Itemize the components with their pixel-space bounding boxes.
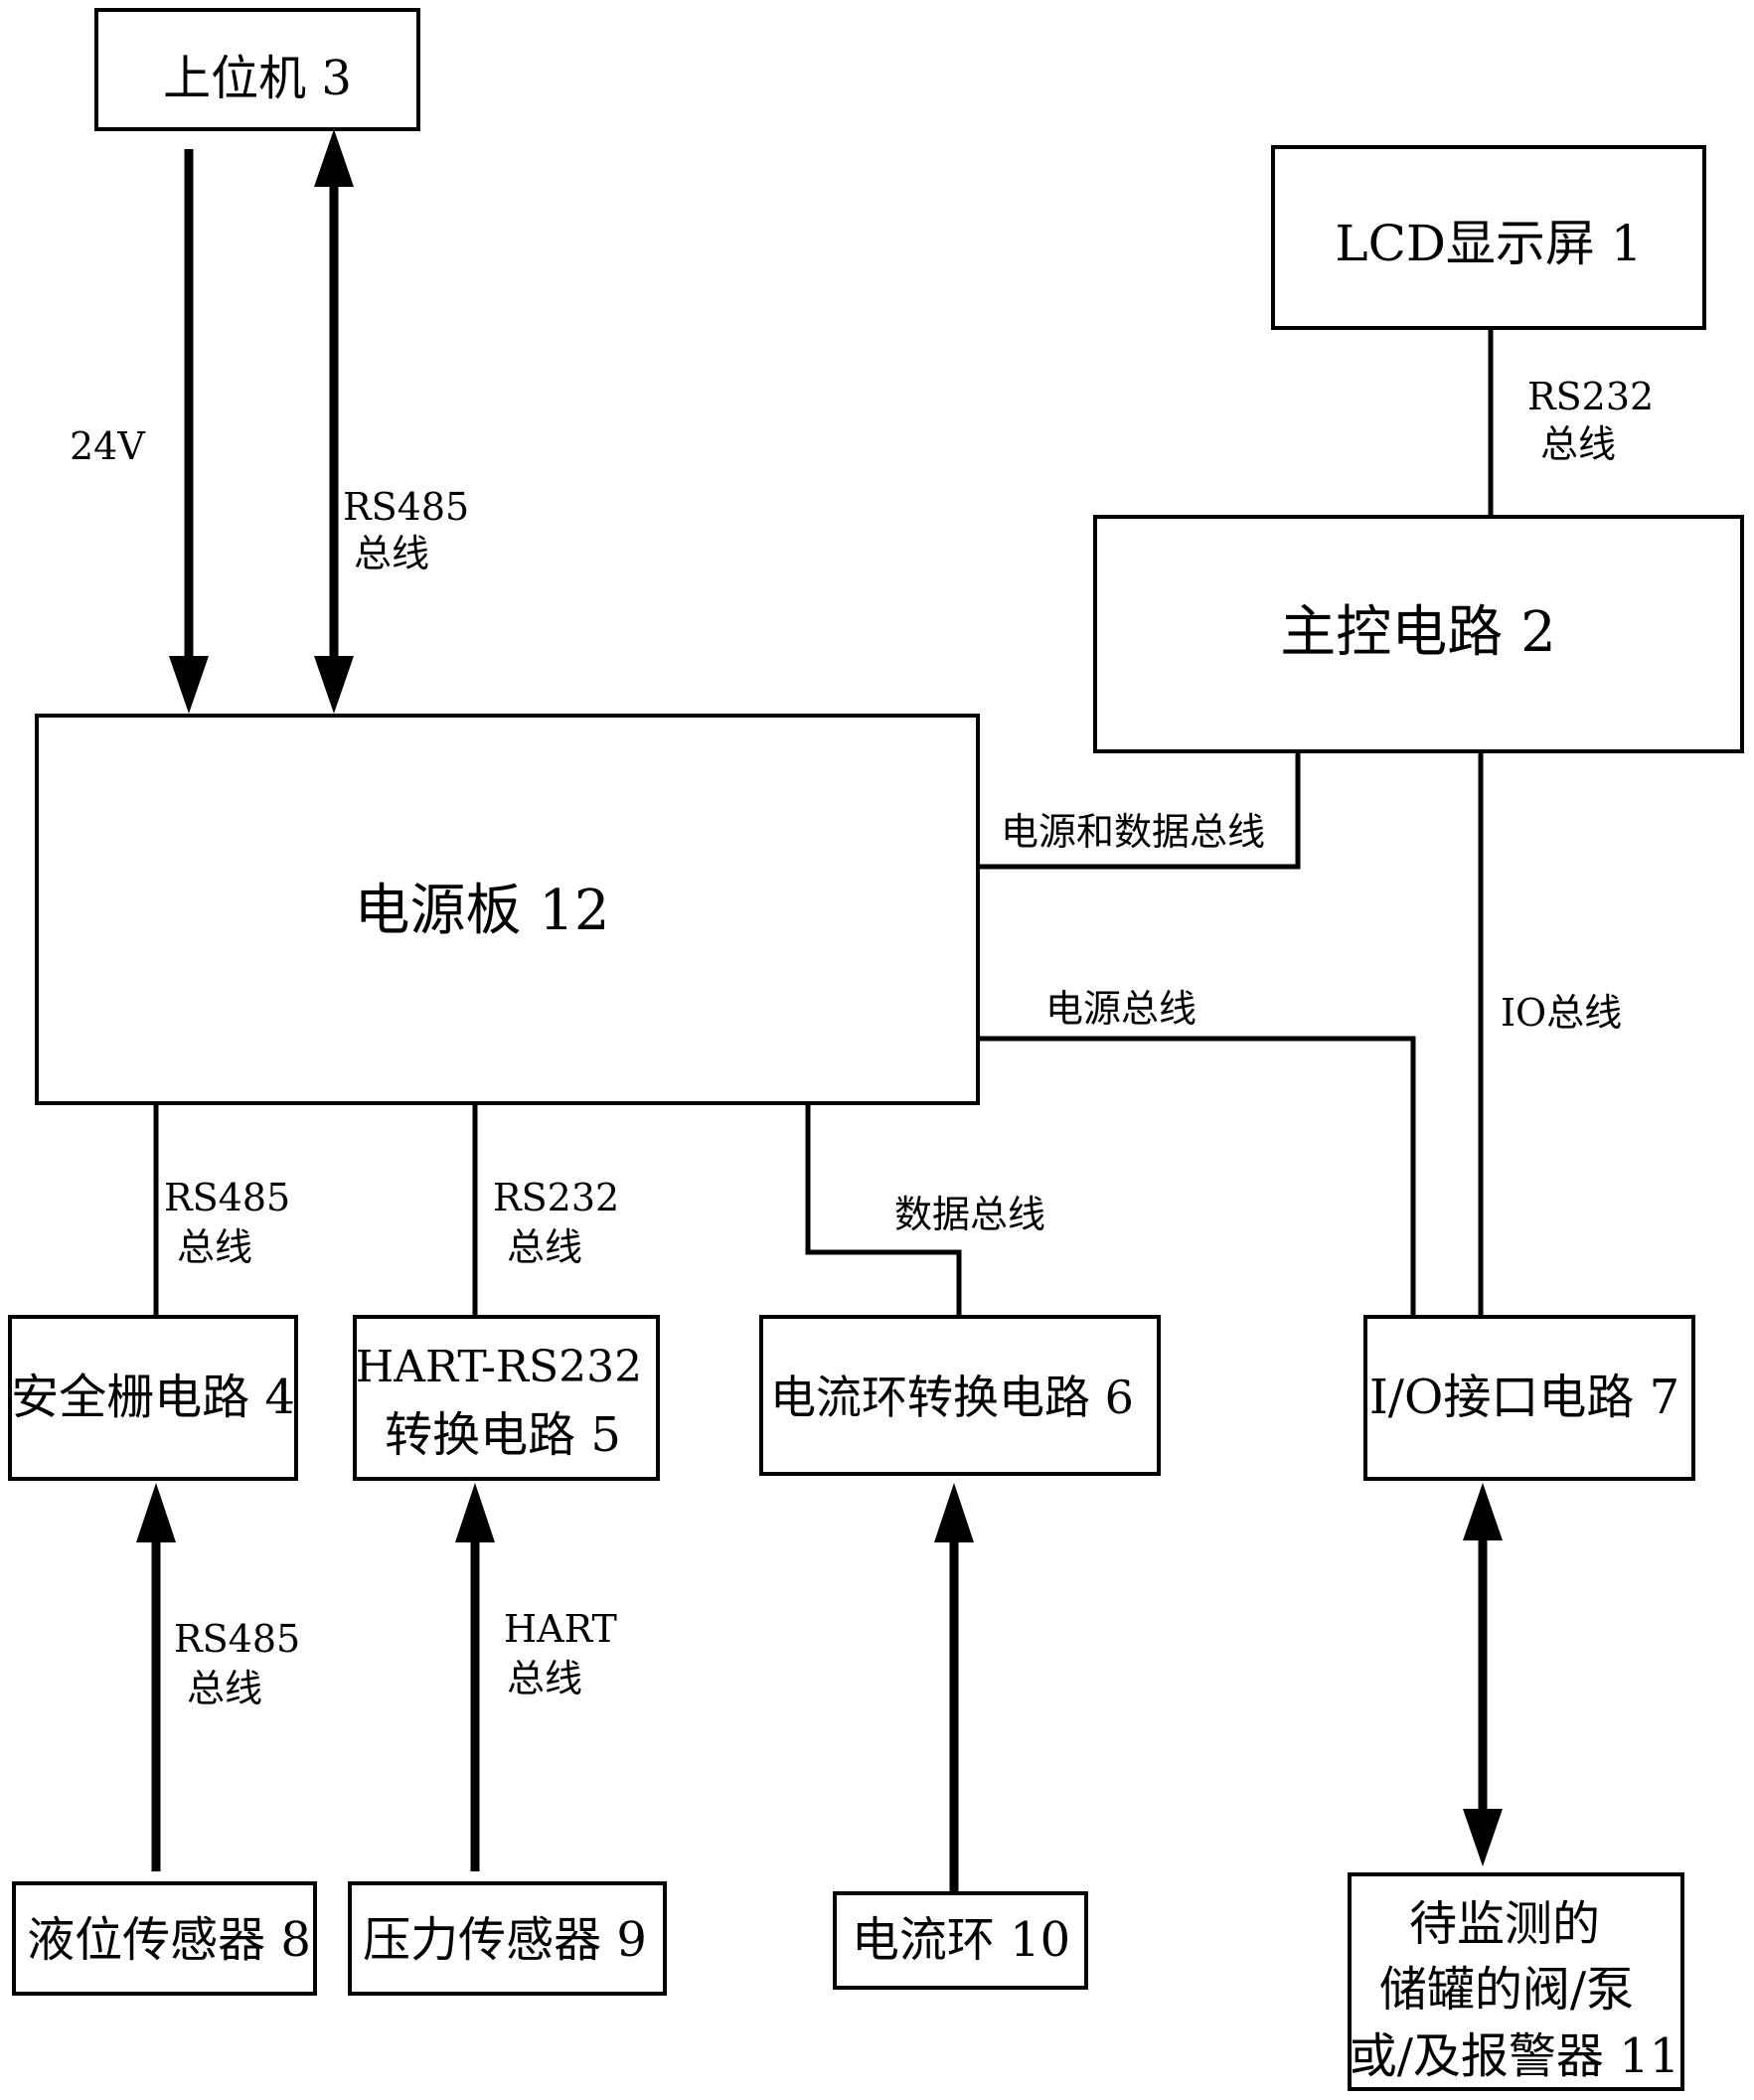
level-sensor-label: 液位传感器 8 xyxy=(27,1912,311,1968)
host-computer-box xyxy=(94,8,420,131)
label-hart-rs232-line1: RS232 xyxy=(493,1176,619,1219)
label-power-data-bus: 电源和数据总线 xyxy=(1001,810,1265,854)
main-control-label: 主控电路 2 xyxy=(1280,600,1555,665)
power-board-label: 电源板 12 xyxy=(354,879,609,943)
tank-devices-label-line2: 储罐的阀/泵 xyxy=(1379,1962,1634,2018)
label-level-rs485-line1: RS485 xyxy=(174,1617,300,1661)
label-pressure-hart-line2: 总线 xyxy=(507,1657,582,1700)
current-loop-converter-box xyxy=(759,1315,1161,1476)
arrow-io-to-tank xyxy=(1463,1483,1503,1866)
safety-barrier-label: 安全栅电路 4 xyxy=(11,1370,295,1425)
label-host-rs485-line1: RS485 xyxy=(343,485,469,529)
main-control-box xyxy=(1093,515,1744,753)
label-safety-rs485-line1: RS485 xyxy=(164,1176,290,1219)
tank-devices-label-line1: 待监测的 xyxy=(1409,1896,1600,1952)
label-io-bus: IO总线 xyxy=(1501,991,1622,1035)
hart-converter-label-line2: 转换电路 5 xyxy=(385,1407,621,1463)
label-lcd-rs232-line1: RS232 xyxy=(1527,375,1654,418)
current-loop-converter-label: 电流环转换电路 6 xyxy=(770,1371,1134,1424)
wire-power-data-bus xyxy=(978,751,1301,870)
arrow-rs485-host xyxy=(314,129,354,714)
io-interface-box xyxy=(1363,1315,1695,1481)
label-level-rs485-line2: 总线 xyxy=(187,1667,262,1710)
pressure-sensor-box xyxy=(348,1881,667,1996)
io-interface-label: I/O接口电路 7 xyxy=(1369,1370,1679,1425)
tank-devices-box xyxy=(1348,1872,1684,2091)
wire-power-bus xyxy=(978,1036,1416,1317)
label-data-bus: 数据总线 xyxy=(894,1193,1045,1236)
current-loop-label: 电流环 10 xyxy=(852,1912,1070,1968)
lcd-display-label: LCD显示屏 1 xyxy=(1335,215,1642,272)
label-safety-rs485-line2: 总线 xyxy=(177,1225,252,1269)
safety-barrier-box xyxy=(8,1315,298,1481)
label-pressure-hart-line1: HART xyxy=(504,1607,617,1651)
hart-converter-box xyxy=(353,1315,660,1481)
host-computer-label: 上位机 3 xyxy=(163,51,352,106)
pressure-sensor-label: 压力传感器 9 xyxy=(363,1912,647,1968)
level-sensor-box xyxy=(12,1881,317,1996)
tank-devices-label-line3: 或/及报警器 11 xyxy=(1350,2028,1680,2084)
power-board-box xyxy=(35,714,980,1105)
arrow-24v xyxy=(169,149,209,714)
label-hart-rs232-line2: 总线 xyxy=(507,1225,582,1269)
arrow-level-to-safety xyxy=(136,1483,176,1871)
label-power-bus: 电源总线 xyxy=(1045,987,1196,1031)
label-24v: 24V xyxy=(70,424,145,468)
label-lcd-rs232-line2: 总线 xyxy=(1540,422,1616,466)
wire-data-bus xyxy=(805,1103,962,1317)
lcd-display-box xyxy=(1271,145,1706,330)
arrow-loop-to-converter xyxy=(934,1483,974,1891)
current-loop-box xyxy=(833,1891,1088,1990)
hart-converter-label-line1: HART-RS232 xyxy=(356,1342,642,1392)
arrow-pressure-to-hart xyxy=(455,1483,495,1871)
label-host-rs485-line2: 总线 xyxy=(354,532,429,575)
